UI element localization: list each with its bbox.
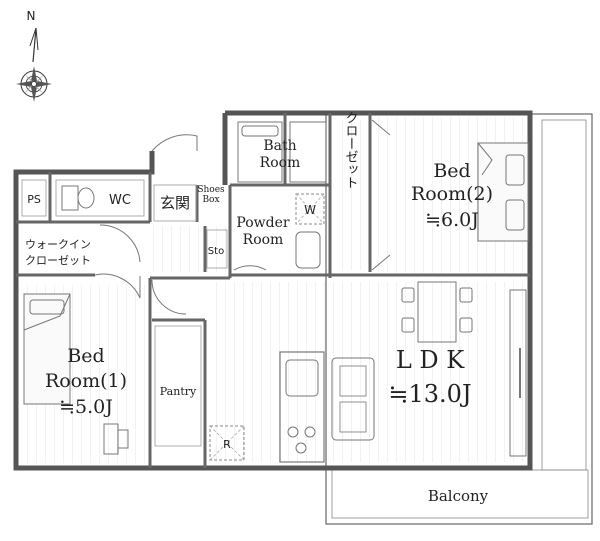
closet-label: クローゼット bbox=[343, 111, 359, 189]
ldk-area: ≒13.0J bbox=[388, 380, 471, 408]
ps-label: PS bbox=[27, 193, 41, 206]
compass: N bbox=[16, 9, 52, 102]
bed-room-2-label-line2: Room(2) bbox=[411, 183, 493, 205]
ps: PS bbox=[21, 179, 47, 217]
interior-walls bbox=[16, 113, 530, 468]
bath-room-label-line2: Room bbox=[260, 155, 301, 171]
bed-room-2: Bed Room(2) ≒6.0J bbox=[411, 142, 529, 242]
walk-in-closet-label-line1: ウォークイン bbox=[25, 238, 91, 251]
bed-room-2-area: ≒6.0J bbox=[425, 209, 479, 231]
balcony bbox=[325, 113, 593, 525]
powder-room-label-line1: Powder bbox=[236, 215, 290, 231]
sofa bbox=[331, 357, 375, 441]
genkan-label: 玄関 bbox=[160, 194, 190, 212]
wc: WC bbox=[55, 179, 145, 217]
bed-room-2-label-line1: Bed bbox=[433, 160, 470, 182]
pantry-label: Pantry bbox=[160, 385, 197, 398]
shoes-box-label-line2: Box bbox=[202, 195, 219, 205]
bed-room-1-label-line2: Room(1) bbox=[45, 370, 127, 392]
balcony-label: Balcony bbox=[428, 487, 489, 505]
north-label: N bbox=[27, 9, 36, 23]
storage-label: Sto bbox=[208, 246, 224, 257]
walk-in-closet: ウォークイン クローゼット bbox=[25, 238, 91, 267]
doors bbox=[94, 134, 267, 315]
closet: クローゼット bbox=[343, 111, 391, 271]
pantry: Pantry bbox=[154, 325, 202, 447]
shoes-box-label-line1: Shoes bbox=[197, 185, 225, 195]
bath-room: Bath Room bbox=[237, 121, 327, 183]
ldk-label: L D K bbox=[396, 346, 465, 374]
kitchen-counter bbox=[279, 351, 325, 463]
ldk: L D K ≒13.0J bbox=[388, 346, 471, 408]
tv-stand bbox=[509, 289, 527, 457]
bed-room-1-label-line1: Bed bbox=[67, 345, 104, 367]
washer-label: W bbox=[304, 203, 316, 217]
refrigerator: R bbox=[209, 425, 245, 461]
genkan: 玄関 Shoes Box bbox=[153, 184, 225, 222]
bath-room-label-line1: Bath bbox=[263, 138, 296, 154]
walk-in-closet-label-line2: クローゼット bbox=[25, 254, 91, 267]
powder-room-label-line2: Room bbox=[243, 232, 284, 248]
wc-label: WC bbox=[109, 193, 131, 208]
storage: Sto bbox=[206, 229, 228, 269]
dining-set bbox=[401, 281, 473, 343]
powder-room: W Powder Room bbox=[236, 193, 325, 269]
north-needle bbox=[32, 27, 37, 63]
compass-rose-icon bbox=[16, 66, 52, 102]
bed-room-1: Bed Room(1) ≒5.0J bbox=[23, 293, 129, 455]
refrigerator-label: R bbox=[223, 438, 231, 451]
exterior-walls bbox=[13, 110, 533, 471]
north-arrow-icon bbox=[29, 27, 39, 51]
bed-room-1-area: ≒5.0J bbox=[59, 396, 113, 418]
